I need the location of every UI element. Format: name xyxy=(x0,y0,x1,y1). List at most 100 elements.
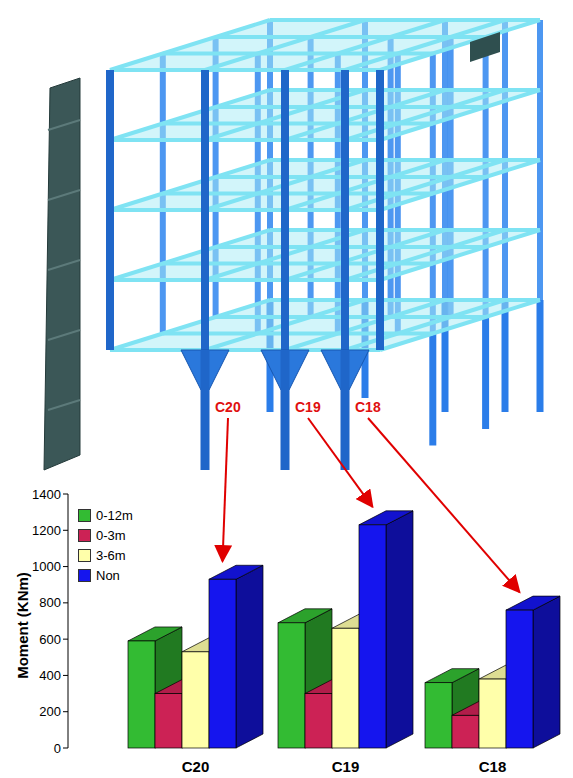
tick-label: 200 xyxy=(39,704,61,719)
bar-group: C18 xyxy=(425,592,560,775)
bar-front xyxy=(209,579,236,748)
beam xyxy=(345,20,505,70)
bar-side xyxy=(386,511,413,748)
column-label: C18 xyxy=(353,398,383,416)
axis-tick xyxy=(63,566,68,567)
ground-column xyxy=(429,334,436,446)
tick-label: 600 xyxy=(39,632,61,647)
axis-tick xyxy=(63,711,68,712)
arrow xyxy=(308,418,373,507)
legend-entry: 0-12m xyxy=(78,508,133,523)
roof-opening xyxy=(470,32,500,62)
legend-swatch xyxy=(78,569,91,582)
front-column xyxy=(376,210,384,280)
tick-label: 400 xyxy=(39,668,61,683)
front-column xyxy=(201,210,209,280)
beam xyxy=(110,300,270,350)
wall-edge xyxy=(48,120,80,130)
legend-text: 0-3m xyxy=(96,528,126,543)
y-axis xyxy=(68,494,69,748)
tick-label: 1400 xyxy=(32,487,61,502)
axis-tick xyxy=(63,748,68,749)
front-column xyxy=(341,70,349,140)
bar-front xyxy=(128,641,155,748)
wall-edge xyxy=(48,330,80,340)
tick-label: 800 xyxy=(39,595,61,610)
axis-tick xyxy=(63,675,68,676)
bar-top xyxy=(209,565,263,579)
front-column xyxy=(106,280,114,350)
bar-group: C20 xyxy=(128,561,263,775)
bar-front xyxy=(425,683,452,748)
beam xyxy=(345,160,505,210)
legend-text: 3-6m xyxy=(96,548,126,563)
axis-tick xyxy=(63,602,68,603)
axis-title: Moment (KNm) xyxy=(13,572,30,679)
column-shaft xyxy=(341,350,350,470)
tick-label: 1000 xyxy=(32,559,61,574)
bar-front xyxy=(359,525,386,748)
floor-slab xyxy=(110,230,540,280)
front-column xyxy=(281,210,289,280)
front-column xyxy=(201,280,209,350)
bar xyxy=(506,596,560,748)
beam xyxy=(110,230,270,280)
beam xyxy=(380,230,540,280)
bar-side xyxy=(236,565,263,748)
floor-slab xyxy=(110,300,540,350)
building-model xyxy=(44,20,540,470)
bar-front xyxy=(182,652,209,748)
front-column xyxy=(341,140,349,210)
column xyxy=(537,230,543,300)
front-column xyxy=(281,280,289,350)
column-name: C20 xyxy=(213,398,243,416)
floor-slab xyxy=(110,160,540,210)
beam xyxy=(345,230,505,280)
bar-chart xyxy=(63,494,560,748)
bar-top xyxy=(506,596,560,610)
column-label: C19 xyxy=(293,398,323,416)
axis-tick xyxy=(63,530,68,531)
bar-front xyxy=(278,623,305,748)
front-column xyxy=(106,70,114,140)
column-label: C20 xyxy=(213,398,243,416)
column-name: C18 xyxy=(353,398,383,416)
floor-slab xyxy=(110,20,540,70)
bar-top xyxy=(128,627,182,641)
bar-top xyxy=(425,669,479,683)
wall-edge xyxy=(48,190,80,200)
tick-label: 0 xyxy=(54,741,61,756)
beam xyxy=(110,68,380,72)
bar xyxy=(359,511,413,748)
bar-front xyxy=(452,715,479,748)
front-column xyxy=(201,140,209,210)
front-column xyxy=(106,210,114,280)
column-name: C19 xyxy=(293,398,323,416)
legend-entry: Non xyxy=(78,568,120,583)
column-shaft xyxy=(281,350,290,470)
beam xyxy=(380,20,540,70)
beam xyxy=(380,300,540,350)
beam xyxy=(380,160,540,210)
beam xyxy=(110,90,270,140)
bar-front xyxy=(332,628,359,748)
beam xyxy=(380,90,540,140)
axis-tick xyxy=(63,639,68,640)
group-label: C20 xyxy=(128,758,263,775)
floor-slab xyxy=(110,90,540,140)
wall-edge xyxy=(48,260,80,270)
front-column xyxy=(341,280,349,350)
beam xyxy=(110,138,380,142)
front-column xyxy=(201,70,209,140)
beam xyxy=(110,278,380,282)
legend-swatch xyxy=(78,549,91,562)
axis-tick xyxy=(63,494,68,495)
beam xyxy=(110,20,270,70)
column xyxy=(537,90,543,160)
legend-entry: 3-6m xyxy=(78,548,126,563)
legend-text: 0-12m xyxy=(96,508,133,523)
